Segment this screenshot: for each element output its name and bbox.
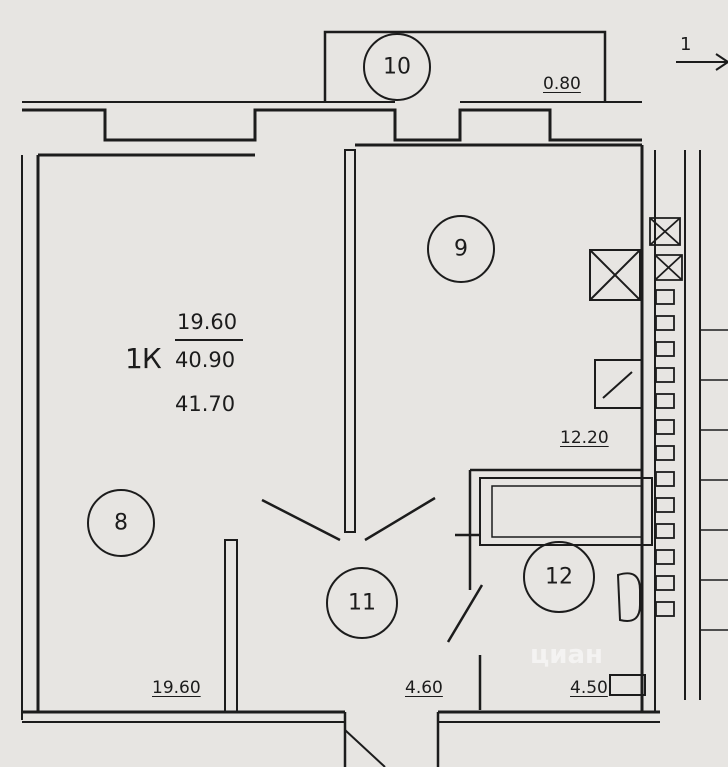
bathtub-inner bbox=[491, 485, 643, 538]
room-11-number: 11 bbox=[348, 590, 376, 616]
partition-8-9 bbox=[344, 149, 356, 533]
total-area: 40.90 bbox=[175, 348, 236, 372]
room-10-circle bbox=[363, 33, 431, 101]
neighbour-wall bbox=[684, 150, 701, 700]
vent-column bbox=[655, 289, 675, 617]
ventilation-box-b bbox=[654, 254, 683, 281]
room-8-circle bbox=[87, 489, 155, 557]
toilet-bowl bbox=[609, 674, 646, 696]
room-12-number: 12 bbox=[545, 564, 573, 590]
axis-arrow bbox=[676, 53, 728, 71]
axis-marker: 1 bbox=[680, 34, 692, 55]
door-swing-11 bbox=[261, 496, 436, 542]
room-11-area: 4.60 bbox=[405, 678, 443, 698]
room-9-number: 9 bbox=[454, 236, 468, 262]
room-9-circle bbox=[427, 215, 495, 283]
corridor-wall-left bbox=[224, 539, 238, 713]
apartment-type-label: 1К bbox=[125, 342, 162, 375]
room-11-circle bbox=[326, 567, 398, 639]
room-10-area: 0.80 bbox=[543, 74, 581, 94]
ventilation-box-a bbox=[649, 217, 681, 246]
living-area: 19.60 bbox=[177, 310, 238, 334]
toilet bbox=[616, 572, 641, 622]
room-12-circle bbox=[523, 541, 595, 613]
kitchen-sink bbox=[594, 359, 643, 409]
kitchen-stove bbox=[589, 249, 641, 301]
bathroom-door bbox=[446, 584, 484, 643]
room-10-number: 10 bbox=[383, 54, 411, 80]
room-8-number: 8 bbox=[114, 510, 128, 536]
entrance-gap bbox=[343, 712, 440, 767]
room-8-area: 19.60 bbox=[152, 678, 201, 698]
total-area-with-balcony: 41.70 bbox=[175, 392, 236, 416]
room-12-area: 4.50 bbox=[570, 678, 608, 698]
room-9-area: 12.20 bbox=[560, 428, 609, 448]
top-exterior-wall bbox=[22, 108, 642, 142]
watermark: циан bbox=[530, 640, 603, 670]
entry-door bbox=[344, 729, 386, 767]
bathtub bbox=[479, 477, 653, 546]
balcony-outline bbox=[323, 30, 607, 102]
neighbour-stairs bbox=[700, 329, 728, 631]
